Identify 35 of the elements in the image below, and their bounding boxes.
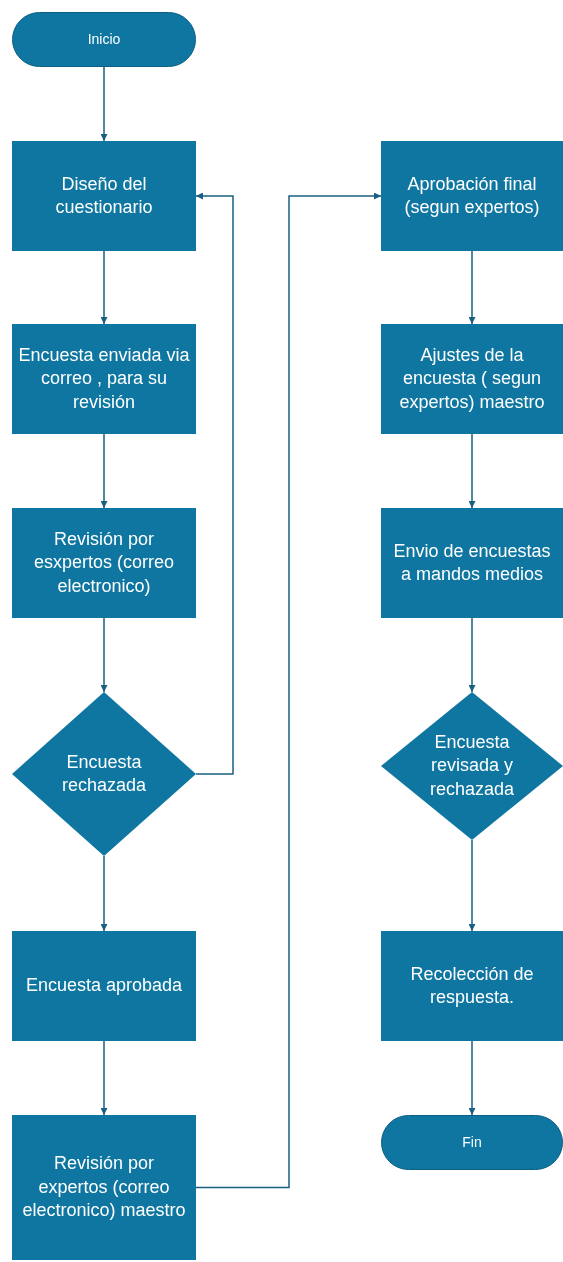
arrow [100,433,108,509]
process-box [12,931,196,1041]
process-box [381,324,563,434]
node-label: Encuesta enviada via correo , para su revisión [17,343,191,414]
arrow [468,433,476,509]
process-box [381,931,563,1041]
arrow [195,192,234,775]
terminator-shape [381,1115,563,1170]
arrow [468,839,476,932]
process-box [12,508,196,618]
node-label: Encuesta revisada y rechazada [428,730,516,801]
node-label: Fin [461,1133,483,1152]
process-box [12,141,196,251]
process-box [381,508,563,618]
process-box [12,324,196,434]
node-label: Diseño del cuestionario [54,172,154,219]
node-label: Ajustes de la encuesta ( segun expertos) maestro [398,343,546,414]
node-label: Recolección de respuesta. [409,962,535,1009]
process-box [381,141,563,251]
node-label: Revisión por expertos (correo electronico) maestro [21,1152,187,1223]
process-box [12,1115,196,1260]
node-label: Encuesta rechazada [60,750,148,797]
arrow [468,250,476,325]
node-label: Inicio [86,30,122,49]
node-label: Encuesta aprobada [24,974,184,998]
node-label: Revisión por esxpertos (correo electronico) [32,527,176,598]
arrow [100,617,108,693]
arrow [468,1040,476,1116]
arrow [100,250,108,325]
arrow [100,1040,108,1116]
node-label: Envio de encuestas a mandos medios [392,539,552,586]
arrow [468,617,476,693]
node-label: Aprobación final (segun expertos) [403,172,541,219]
arrow [100,855,108,932]
arrow [100,66,108,142]
